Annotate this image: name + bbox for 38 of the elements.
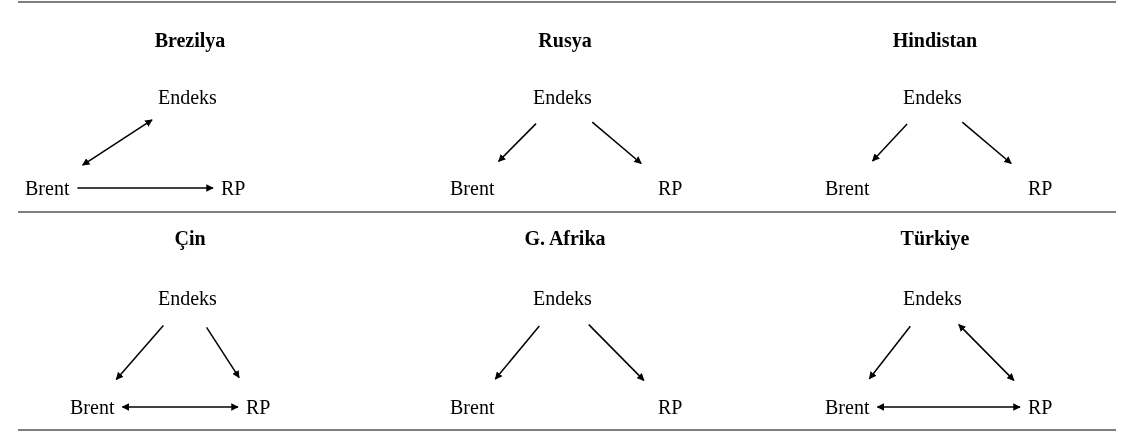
panel-heading: G. Afrika (524, 227, 606, 249)
panel-heading: Çin (174, 227, 206, 249)
variable-label: RP (658, 396, 683, 418)
variable-label: Brent (25, 177, 70, 199)
variable-label: Endeks (903, 86, 962, 108)
variable-label: Endeks (158, 86, 217, 108)
arrow (588, 323, 645, 382)
variable-label: RP (221, 177, 246, 199)
arrow (494, 325, 541, 380)
variable-label: RP (246, 396, 271, 418)
arrow (497, 122, 537, 163)
arrow (76, 184, 214, 192)
arrow (121, 403, 239, 411)
arrow (115, 324, 165, 381)
variable-label: Brent (825, 396, 870, 418)
arrow (591, 121, 642, 165)
variable-label: Brent (70, 396, 115, 418)
panel-heading: Türkiye (900, 227, 970, 249)
arrow (205, 326, 240, 379)
panel-heading: Brezilya (154, 29, 226, 51)
variable-label: Brent (450, 396, 495, 418)
panel-heading: Rusya (538, 29, 592, 51)
arrow (876, 403, 1021, 411)
variable-label: RP (1028, 177, 1053, 199)
variable-label: Endeks (158, 287, 217, 309)
arrow (81, 119, 153, 166)
variable-label: Endeks (533, 287, 592, 309)
variable-label: Brent (450, 177, 495, 199)
variable-label: Endeks (903, 287, 962, 309)
arrow (961, 121, 1012, 165)
variable-label: Endeks (533, 86, 592, 108)
variable-label: Brent (825, 177, 870, 199)
variable-label: RP (1028, 396, 1053, 418)
variable-label: RP (658, 177, 683, 199)
arrow (871, 123, 908, 162)
panel-heading: Hindistan (892, 29, 978, 51)
arrow (958, 323, 1015, 382)
arrow (868, 325, 912, 380)
